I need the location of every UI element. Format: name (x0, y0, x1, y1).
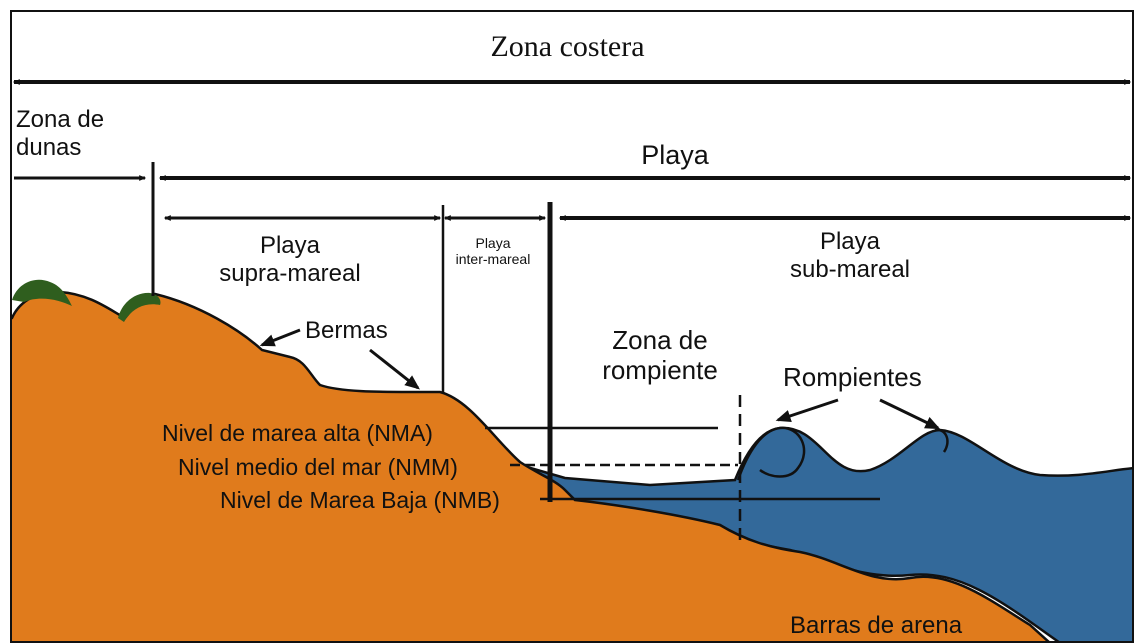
bermas-label: Bermas (305, 317, 388, 344)
zona-rompiente-label: Zona de rompiente (602, 325, 718, 385)
nmb-label: Nivel de Marea Baja (NMB) (220, 487, 500, 513)
rompientes-pointer-2 (879, 398, 941, 430)
playa-inter-mareal-label: Playa inter-mareal (455, 235, 531, 268)
breaking-wave (736, 426, 806, 481)
dune-vegetation-2 (118, 292, 161, 322)
bermas-pointer-2 (369, 348, 420, 390)
bermas-pointer-1 (259, 328, 301, 347)
barras-arena-label: Barras de arena (790, 612, 963, 639)
playa-supra-mareal-label: Playa supra-mareal (219, 232, 361, 287)
playa-sub-mareal-label: Playa sub-mareal (789, 228, 911, 283)
zona-dunas-label: Zona de dunas (16, 106, 105, 161)
nma-label: Nivel de marea alta (NMA) (162, 420, 433, 446)
dune-vegetation-1 (12, 279, 72, 306)
rompientes-label: Rompientes (783, 362, 922, 392)
nmm-label: Nivel medio del mar (NMM) (178, 454, 458, 480)
breaking-wave-2 (934, 428, 949, 453)
zona-costera-label: Zona costera (490, 30, 645, 63)
rompientes-pointer-1 (775, 398, 839, 422)
playa-label: Playa (641, 140, 709, 170)
diagram-frame (10, 10, 1134, 643)
